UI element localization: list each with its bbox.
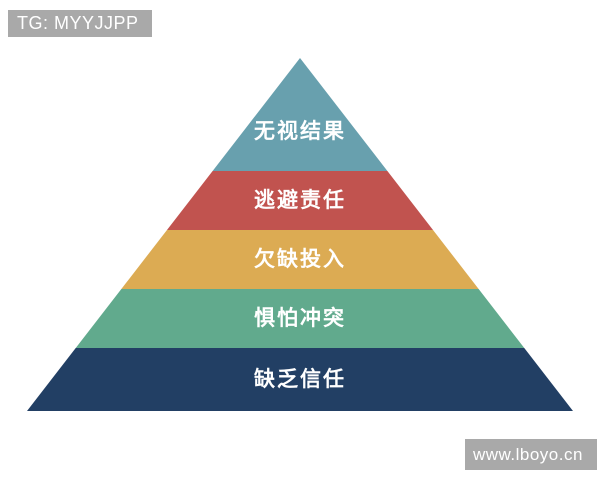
- pyramid-level-4: [75, 289, 525, 348]
- pyramid-level-label-5: 缺乏信任: [254, 367, 346, 391]
- pyramid-level-5: [27, 348, 573, 411]
- pyramid-level-1: [212, 58, 388, 171]
- pyramid-level-3: [121, 230, 479, 289]
- pyramid-level-label-3: 欠缺投入: [254, 247, 346, 271]
- watermark-top-left: TG: MYYJJPP: [8, 10, 152, 37]
- watermark-bottom-right: www.lboyo.cn: [465, 439, 597, 470]
- pyramid-level-label-1: 无视结果: [254, 119, 346, 143]
- pyramid-level-2: [166, 171, 434, 230]
- pyramid-level-label-4: 惧怕冲突: [254, 306, 346, 330]
- pyramid-level-label-2: 逃避责任: [254, 188, 346, 212]
